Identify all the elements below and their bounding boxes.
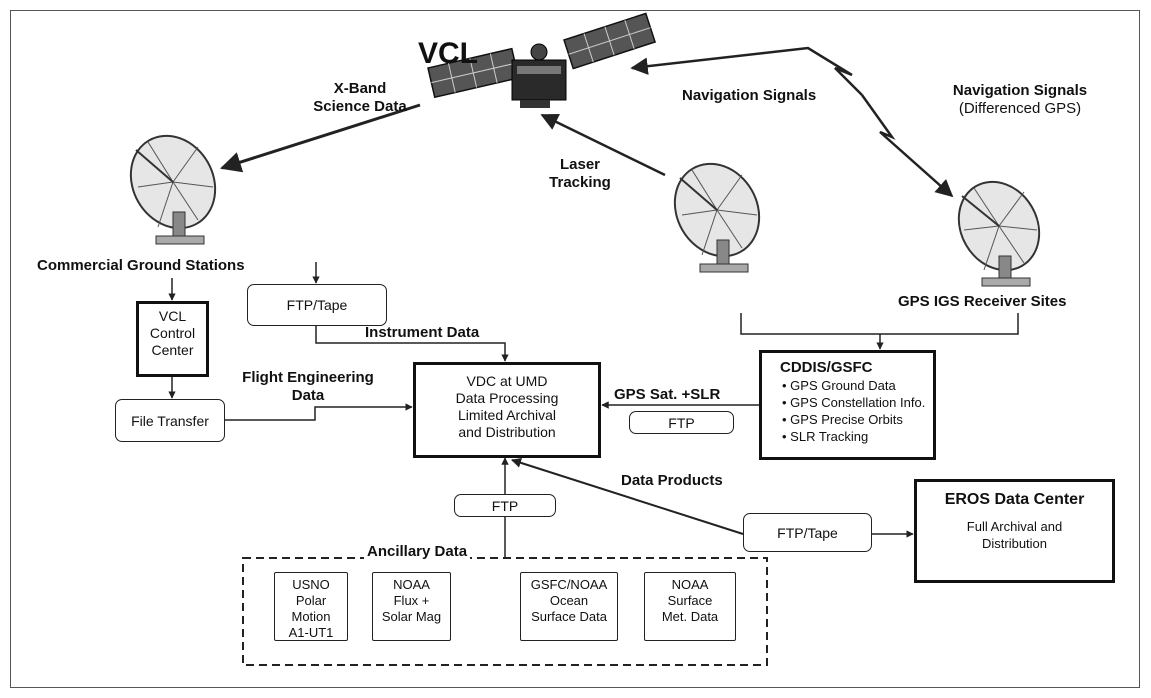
data-products-label: Data Products — [621, 472, 723, 489]
ancillary-line-3: Surface Data — [531, 609, 607, 624]
cddis-title: CDDIS/GSFC — [780, 359, 873, 376]
laser-arrow — [540, 113, 666, 177]
laser-tracking-label: Laser Tracking — [545, 156, 615, 192]
ancillary-box-noaa-met: NOAA Surface Met. Data — [644, 572, 736, 641]
nav-signals-right-arrow — [860, 94, 954, 198]
ancillary-line-2: Ocean — [549, 593, 589, 608]
eros-data-center-box: EROS Data Center Full Archival and Distr… — [914, 479, 1115, 583]
ftp-ancillary-box: FTP — [454, 494, 556, 517]
ancillary-line-1: USNO — [292, 577, 330, 592]
cddis-list: GPS Ground Data GPS Constellation Info. … — [782, 377, 933, 445]
nav-signals-arrow — [630, 46, 863, 96]
ancillary-box-noaa-flux: NOAA Flux + Solar Mag — [372, 572, 451, 641]
ancillary-line-3: Solar Mag — [381, 609, 442, 624]
ancillary-box-usno: USNO Polar Motion A1-UT1 — [274, 572, 348, 641]
ancillary-box-gsfc-noaa: GSFC/NOAA Ocean Surface Data — [520, 572, 618, 641]
xband-line-2: Science Data — [313, 98, 407, 115]
xband-line-1: X-Band — [333, 80, 387, 97]
cddis-item: GPS Ground Data — [782, 377, 933, 394]
vdc-line-2: Data Processing — [455, 390, 559, 406]
laser-line-1: Laser — [559, 156, 601, 173]
satellite-dish-icon — [957, 180, 1041, 287]
satellite-icon — [427, 12, 657, 108]
instrument-data-arrow — [315, 325, 509, 362]
satellite-label: VCL — [418, 37, 478, 70]
vdc-umd-box: VDC at UMD Data Processing Limited Archi… — [413, 362, 601, 458]
nav-signals-right-line-1: Navigation Signals — [952, 82, 1088, 99]
gps-igs-sites-label: GPS IGS Receiver Sites — [898, 293, 1067, 310]
flight-eng-line-1: Flight Engineering — [242, 369, 374, 386]
satellite-dish-icon — [129, 134, 217, 245]
instrument-data-label: Instrument Data — [365, 324, 480, 341]
cddis-gsfc-box: CDDIS/GSFC GPS Ground Data GPS Constella… — [759, 350, 936, 460]
vcl-control-line-1: VCL — [158, 308, 187, 324]
gps-sat-slr-label: GPS Sat. +SLR — [614, 386, 721, 403]
ancillary-group — [242, 557, 768, 666]
ancillary-line-2: Flux + — [393, 593, 430, 608]
ftp-gps-box: FTP — [629, 411, 734, 434]
flight-eng-label: Flight Engineering Data — [228, 369, 388, 405]
xband-label: X-Band Science Data — [300, 80, 420, 116]
ftp-tape-box: FTP/Tape — [247, 284, 387, 326]
ancillary-line-3: A1-UT1 — [288, 625, 334, 640]
ftp-tape-products-box: FTP/Tape — [743, 513, 872, 552]
cddis-item: GPS Precise Orbits — [782, 411, 933, 428]
ancillary-line-2: Surface — [667, 593, 713, 608]
satellite-dish-icon — [673, 162, 761, 273]
vcl-control-center-box: VCL Control Center — [136, 301, 209, 377]
nav-signals-label: Navigation Signals — [682, 87, 817, 104]
ancillary-data-label: Ancillary Data — [364, 543, 471, 561]
nav-signals-right-label: Navigation Signals (Differenced GPS) — [935, 82, 1105, 118]
vdc-line-3: Limited Archival — [457, 407, 557, 423]
commercial-ground-label: Commercial Ground Stations — [37, 257, 245, 274]
gps-sites-bracket — [740, 313, 1019, 335]
ancillary-line-3: Met. Data — [661, 609, 719, 624]
xband-arrow — [219, 103, 421, 173]
vcl-control-line-2: Control — [149, 325, 196, 341]
nav-signals-right-line-2: (Differenced GPS) — [958, 100, 1082, 117]
eros-line-1: Full Archival and — [966, 519, 1063, 534]
laser-line-2: Tracking — [549, 174, 611, 191]
flight-eng-line-2: Data — [291, 387, 325, 404]
eros-line-2: Distribution — [981, 536, 1048, 551]
vcl-control-line-3: Center — [151, 342, 194, 358]
data-products-arrow — [511, 457, 744, 535]
ancillary-line-2: Polar Motion — [291, 593, 331, 624]
flight-eng-arrow — [225, 403, 413, 421]
ancillary-line-1: NOAA — [671, 577, 709, 592]
vdc-line-1: VDC at UMD — [466, 373, 548, 389]
file-transfer-box: File Transfer — [115, 399, 225, 442]
cddis-item: GPS Constellation Info. — [782, 394, 933, 411]
ancillary-line-1: NOAA — [393, 577, 430, 592]
eros-title: EROS Data Center — [944, 491, 1085, 508]
cddis-item: SLR Tracking — [782, 428, 933, 445]
ancillary-line-1: GSFC/NOAA — [530, 577, 608, 592]
vdc-line-4: and Distribution — [458, 424, 556, 440]
